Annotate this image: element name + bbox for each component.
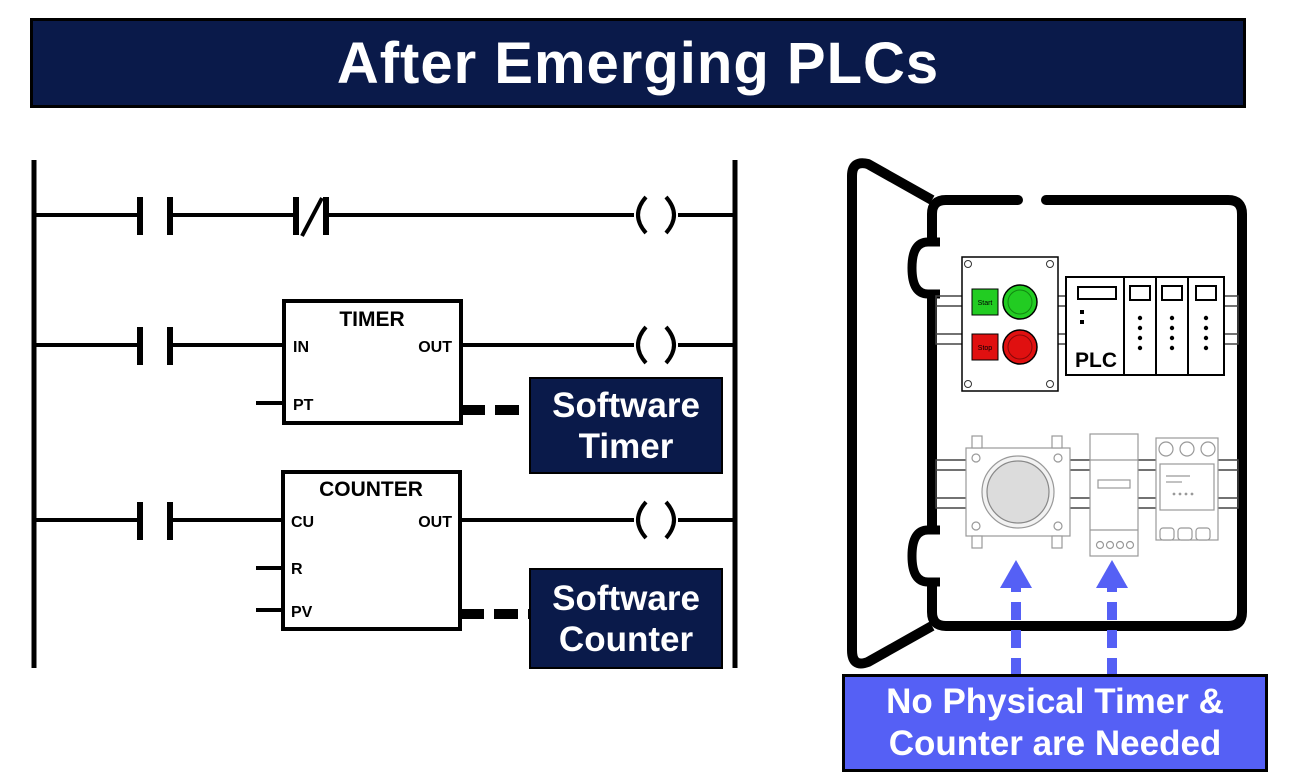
cabinet-door (847, 158, 935, 669)
plc-io-module-3 (1187, 276, 1225, 376)
plc-io-module-2 (1155, 276, 1189, 376)
software-counter-callout: Software Counter (529, 568, 723, 669)
timer-in-label: IN (293, 339, 309, 356)
plc-label: PLC (1075, 349, 1117, 372)
counter-r-label: R (291, 561, 303, 578)
timer-pt-label: PT (293, 397, 314, 414)
start-label: Start (978, 300, 993, 307)
counter-block (281, 470, 462, 631)
software-timer-line2: Timer (578, 426, 674, 466)
note-line1: No Physical Timer & (886, 682, 1224, 721)
arrow-to-counter-module (1096, 560, 1128, 676)
software-counter-line2: Counter (558, 619, 694, 659)
timer-title: TIMER (339, 308, 404, 331)
cabinet-body (927, 195, 1247, 631)
no-contact-3 (137, 502, 173, 540)
hinge-top (907, 237, 940, 299)
coil-1 (636, 195, 676, 235)
title-banner: After Emerging PLCs (30, 18, 1246, 108)
timer-out-label: OUT (418, 339, 452, 356)
no-contact-1 (137, 197, 173, 235)
nc-contact-1 (293, 197, 329, 237)
timer-dial (986, 460, 1050, 524)
software-counter-line1: Software (552, 578, 700, 618)
control-panel: Start Stop PLC (847, 158, 1247, 676)
coil-3 (636, 500, 676, 540)
no-contact-2 (137, 327, 173, 365)
timer-block (282, 299, 463, 425)
rung-3 (34, 470, 735, 631)
rung-2 (34, 299, 735, 425)
arrow-to-timer-relay (1000, 560, 1032, 676)
ladder-diagram (31, 160, 738, 668)
meter-module (1155, 437, 1219, 541)
coil-2 (636, 325, 676, 365)
software-timer-callout: Software Timer (529, 377, 723, 474)
counter-title: COUNTER (319, 478, 423, 501)
hinge-bottom (907, 525, 940, 587)
note-line2: Counter are Needed (888, 724, 1222, 763)
stop-label: Stop (978, 345, 993, 352)
counter-out-label: OUT (418, 514, 452, 531)
physical-timer-relay (965, 435, 1071, 549)
counter-pv-label: PV (291, 604, 313, 621)
pushbutton-station: Start Stop (961, 256, 1059, 392)
rung-1 (34, 195, 735, 237)
counter-cu-label: CU (291, 514, 314, 531)
stop-label-plate (971, 333, 999, 361)
plc-unit: PLC (1065, 276, 1225, 376)
no-physical-devices-note: No Physical Timer & Counter are Needed (842, 674, 1268, 772)
physical-counter-module (1089, 433, 1139, 557)
plc-io-module-1 (1123, 276, 1157, 376)
start-label-plate (971, 288, 999, 316)
page-title: After Emerging PLCs (336, 30, 940, 96)
software-timer-line1: Software (552, 385, 700, 425)
